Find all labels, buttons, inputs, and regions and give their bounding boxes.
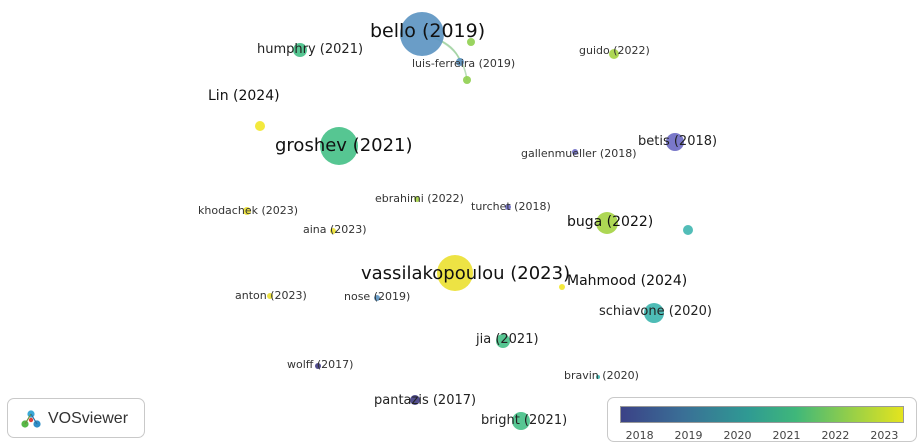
node-anton-2023[interactable] (267, 293, 273, 299)
node-betis-2018[interactable] (666, 133, 684, 151)
node-label-gallenmueller-2018[interactable]: gallenmueller (2018) (521, 147, 637, 160)
node-label-ebrahimi-2022[interactable]: ebrahimi (2022) (375, 192, 464, 205)
node-jia-2021[interactable] (496, 334, 510, 348)
node-buga-2022[interactable] (596, 212, 618, 234)
node-bravin-2020[interactable] (596, 375, 600, 379)
node-gallenmueller-2018[interactable] (572, 149, 578, 155)
node-label-bright-2021[interactable]: bright (2021) (481, 413, 568, 428)
unlabeled-node-2[interactable] (467, 38, 475, 46)
node-aina-2023[interactable] (330, 228, 336, 234)
legend-tick-2022: 2022 (821, 429, 850, 442)
brand-name: VOSviewer (48, 410, 129, 427)
legend-tick-2020: 2020 (723, 429, 752, 442)
node-label-betis-2018[interactable]: betis (2018) (638, 134, 718, 149)
node-label-humphry-2021[interactable]: humphry (2021) (257, 42, 364, 57)
node-nose-2019[interactable] (374, 295, 380, 301)
node-label-schiavone-2020[interactable]: schiavone (2020) (599, 304, 712, 319)
legend-tick-2018: 2018 (625, 429, 654, 442)
color-scale-bar (620, 406, 904, 423)
legend-tick-2023: 2023 (870, 429, 899, 442)
node-label-groshev-2021[interactable]: groshev (2021) (275, 135, 413, 156)
node-bright-2021[interactable] (512, 412, 530, 430)
year-color-legend: 2018 2019 2020 2021 2022 2023 (607, 397, 917, 442)
node-label-jia-2021[interactable]: jia (2021) (476, 332, 539, 347)
node-label-mahmood-2024[interactable]: Mahmood (2024) (567, 273, 688, 289)
node-label-guido-2022[interactable]: guido (2022) (579, 44, 650, 57)
node-label-lin-2024[interactable]: Lin (2024) (208, 88, 280, 104)
node-label-buga-2022[interactable]: buga (2022) (567, 214, 654, 230)
legend-tick-2019: 2019 (674, 429, 703, 442)
node-vassilakopoulou-2023[interactable] (437, 255, 473, 291)
node-guido-2022[interactable] (609, 49, 619, 59)
node-pantazis-2017[interactable] (410, 395, 420, 405)
node-label-pantazis-2017[interactable]: pantazis (2017) (374, 393, 477, 408)
unlabeled-node-1[interactable] (683, 225, 693, 235)
node-label-bravin-2020[interactable]: bravin (2020) (564, 369, 639, 382)
node-wolff-2017[interactable] (315, 363, 321, 369)
node-label-vassilakopoulou-2023[interactable]: vassilakopoulou (2023) (361, 263, 571, 284)
node-label-bello-2019[interactable]: bello (2019) (370, 20, 486, 42)
node-ebrahimi-2022[interactable] (414, 196, 420, 202)
node-turchet-2018[interactable] (505, 204, 511, 210)
node-layer (243, 12, 693, 430)
node-label-nose-2019[interactable]: nose (2019) (344, 290, 411, 303)
node-bello-2019[interactable] (400, 12, 444, 56)
node-lin-2024[interactable] (255, 121, 265, 131)
node-label-aina-2023[interactable]: aina (2023) (303, 223, 367, 236)
legend-tick-2021: 2021 (772, 429, 801, 442)
vosviewer-brand-box[interactable]: VOSviewer (7, 398, 145, 438)
node-label-turchet-2018[interactable]: turchet (2018) (471, 200, 551, 213)
node-label-luis-ferreira-2019[interactable]: luis-ferreira (2019) (412, 57, 516, 70)
node-luis-ferreira-2019[interactable] (456, 58, 464, 66)
node-groshev-2021[interactable] (320, 127, 358, 165)
node-schiavone-2020[interactable] (644, 303, 664, 323)
node-label-wolff-2017[interactable]: wolff (2017) (287, 358, 354, 371)
node-label-anton-2023[interactable]: anton (2023) (235, 289, 307, 302)
node-mahmood-2024[interactable] (559, 284, 565, 290)
vosviewer-logo-icon (21, 410, 41, 428)
node-humphry-2021[interactable] (293, 43, 307, 57)
node-khodachek-2023[interactable] (243, 207, 251, 215)
unlabeled-node-3[interactable] (463, 76, 471, 84)
node-label-khodachek-2023[interactable]: khodachek (2023) (198, 204, 299, 217)
